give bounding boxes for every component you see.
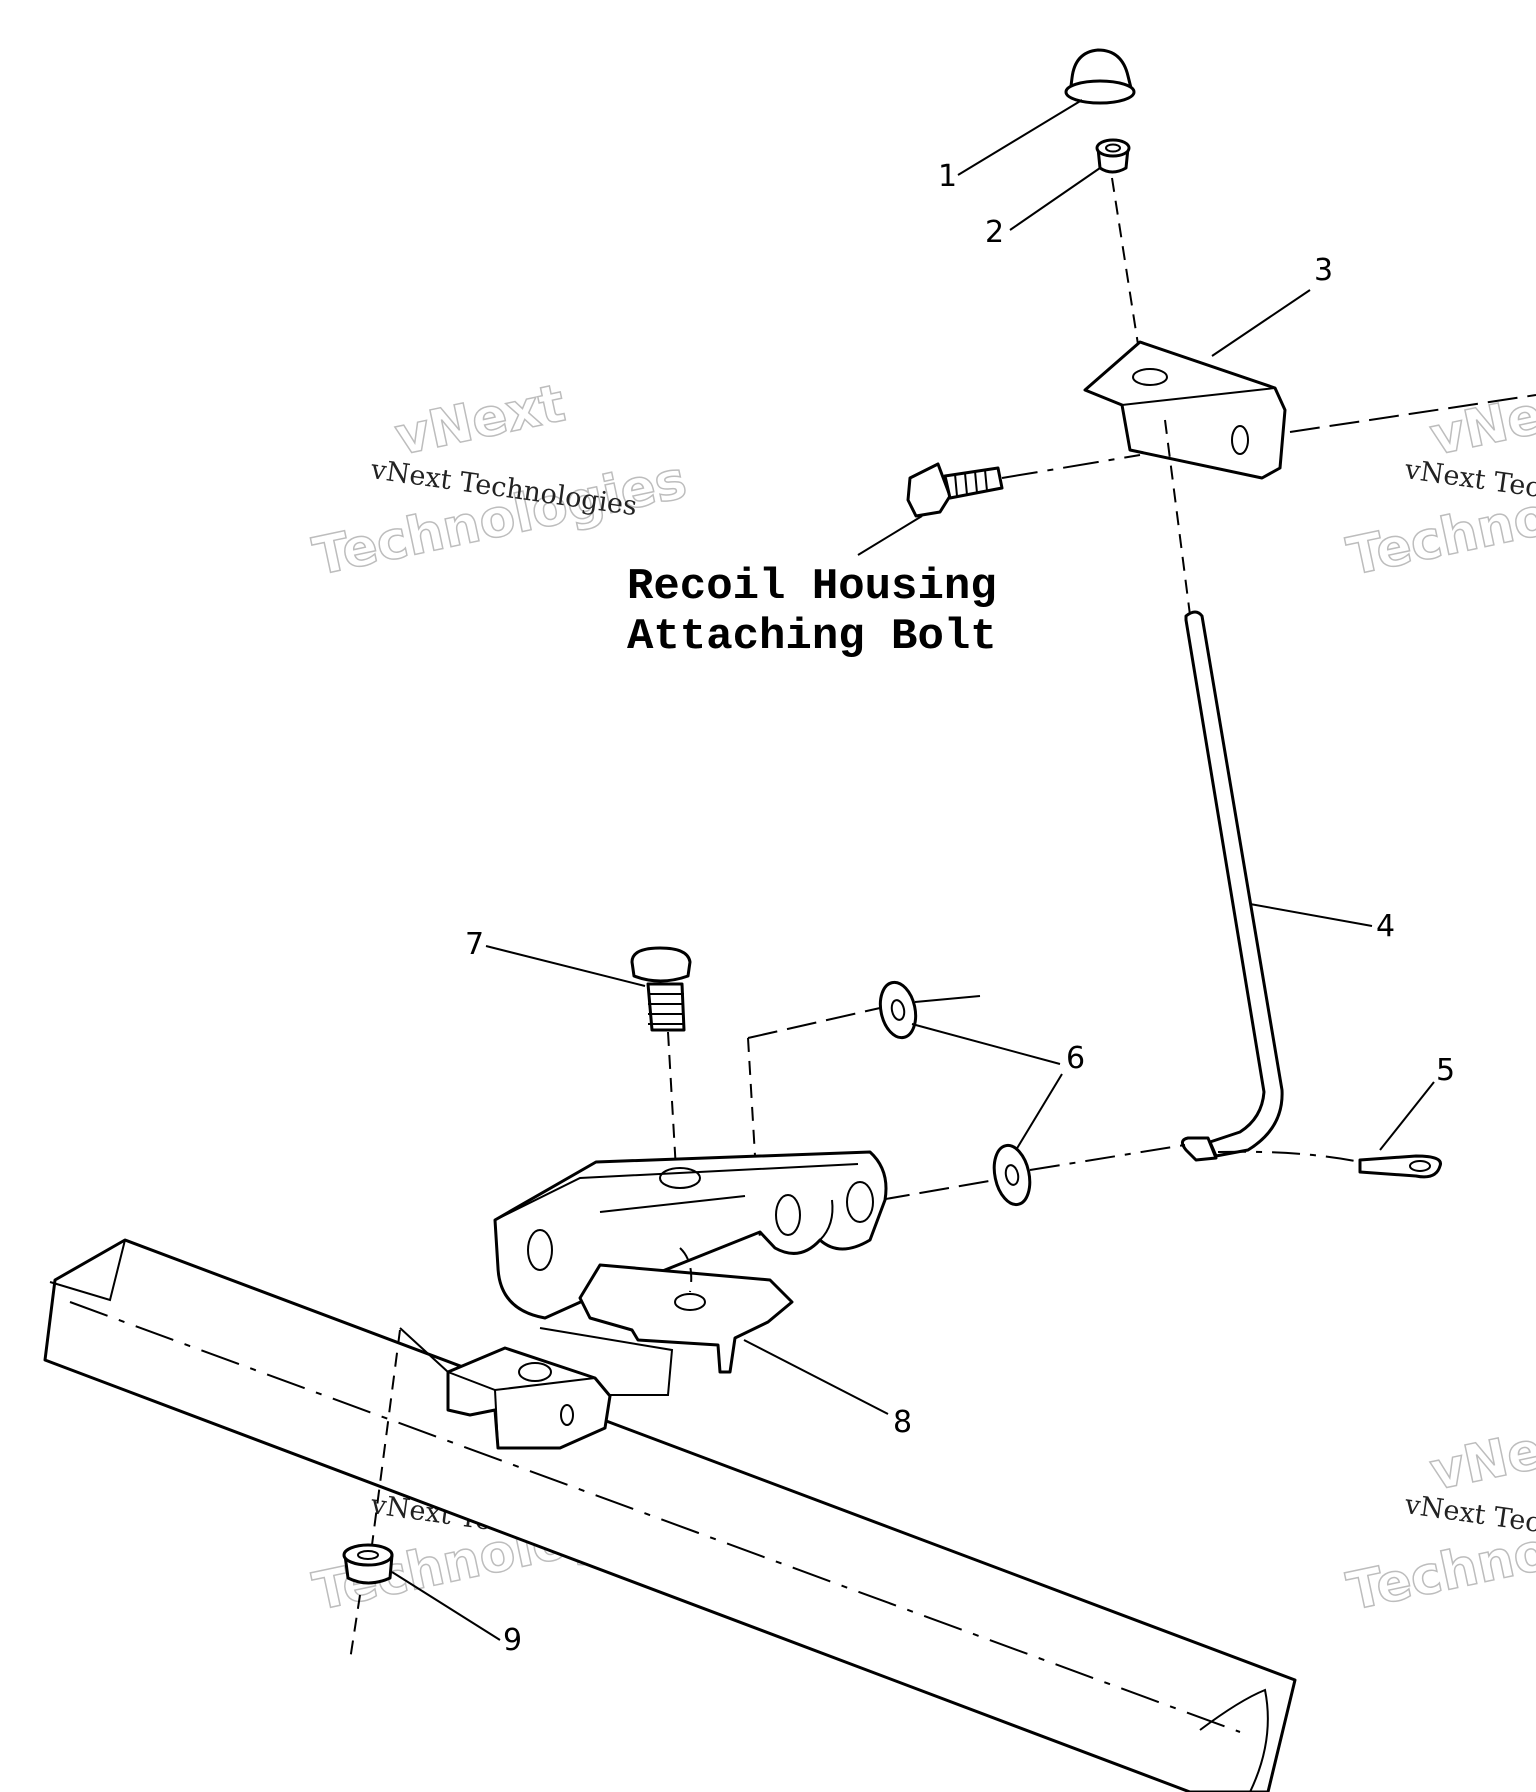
watermark-bottom-right: vNext Technologies vNext Technologies [1341,1408,1536,1624]
watermark-top-right: vNext Technologies vNext Technologies [1341,373,1536,589]
rod [1164,419,1284,1158]
recoil-housing-bolt [906,454,1141,518]
frame-clamp [371,1327,674,1546]
washer-lower [879,1143,1186,1207]
callout-6: 6 [1066,1041,1085,1076]
svg-text:vNext: vNext [1425,373,1536,467]
leader-3 [1211,289,1311,357]
callout-9: 9 [503,1623,522,1658]
lock-nut-top [1095,138,1131,174]
callout-5: 5 [1436,1053,1455,1088]
clip [1181,1136,1442,1179]
callout-7: 7 [465,927,484,962]
leader-1 [957,99,1083,176]
svg-text:vNext: vNext [390,373,570,467]
leader-4 [1249,903,1373,927]
mounting-bolt [630,946,692,1171]
callout-2: 2 [985,215,1004,250]
leader-5 [1379,1081,1435,1151]
leader-6a [911,1023,1061,1065]
nut-bottom [342,1543,394,1661]
svg-text:vNext: vNext [1425,1408,1536,1502]
axis-line-top [1111,177,1143,371]
frame-tube [43,1238,1297,1792]
cap-nut [1064,48,1136,105]
upper-bracket [1083,340,1536,480]
callout-8: 8 [893,1405,912,1440]
bolt-leader [857,515,923,556]
callout-3: 3 [1314,253,1333,288]
leader-7 [485,945,646,987]
leader-6b [1015,1073,1063,1151]
callout-4: 4 [1376,909,1395,944]
slide-plate [578,1247,794,1374]
caption-line-2: Attaching Bolt [627,612,997,662]
watermark-top-left: vNext Technologies vNext Technologies [307,373,692,589]
callout-1: 1 [938,159,957,194]
leader-2 [1009,167,1101,231]
caption-line-1: Recoil Housing [627,562,997,612]
leader-9 [391,1571,501,1641]
leader-8 [743,1339,889,1415]
